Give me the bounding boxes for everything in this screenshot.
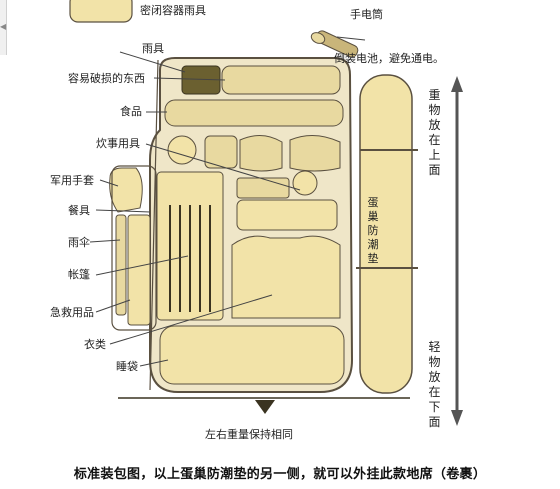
fragile-items-case bbox=[221, 65, 341, 95]
scroll-handle[interactable]: ◀ bbox=[0, 0, 7, 55]
label-light-bottom: 轻物放在下面 bbox=[428, 340, 441, 429]
stove-icon bbox=[292, 170, 318, 196]
label-sealed-container: 密闭容器雨具 bbox=[140, 4, 206, 17]
label-sleeping-bag: 睡袋 bbox=[116, 360, 138, 373]
sealed-container-icon bbox=[69, 0, 133, 23]
label-first-aid: 急救用品 bbox=[50, 306, 94, 319]
umbrella-icon bbox=[115, 214, 127, 316]
cookware-pot bbox=[167, 135, 197, 165]
label-gloves: 军用手套 bbox=[50, 174, 94, 187]
label-cookware: 炊事用具 bbox=[96, 137, 140, 150]
gloves-icon bbox=[109, 167, 143, 213]
scroll-left-arrow-icon[interactable]: ◀ bbox=[0, 22, 7, 31]
figure-caption: 标准装包图，以上蛋巢防潮垫的另一侧，就可以外挂此款地席（卷裹） bbox=[73, 467, 487, 482]
label-food: 食品 bbox=[120, 105, 142, 118]
label-umbrella: 雨伞 bbox=[68, 236, 90, 249]
label-balance: 左右重量保持相同 bbox=[205, 428, 293, 441]
label-utensils: 餐具 bbox=[68, 204, 90, 217]
label-fragile: 容易破损的东西 bbox=[68, 72, 145, 85]
label-heavy-top: 重物放在上面 bbox=[428, 88, 441, 177]
food-roll bbox=[164, 99, 344, 127]
label-tent: 帐篷 bbox=[68, 268, 90, 281]
balance-pivot-icon bbox=[255, 400, 275, 414]
weight-direction-arrow bbox=[451, 76, 463, 426]
sleeping-bag-roll bbox=[159, 325, 345, 385]
label-flashlight-note: 倒装电池，避免通电。 bbox=[334, 52, 444, 65]
sleeping-pad bbox=[359, 74, 413, 394]
first-aid-kit bbox=[127, 214, 151, 326]
clothing-pile bbox=[231, 235, 341, 319]
label-rain-gear: 雨具 bbox=[142, 42, 164, 55]
label-flashlight: 手电筒 bbox=[350, 8, 383, 21]
flashlight-icon bbox=[310, 30, 359, 58]
label-clothing: 衣类 bbox=[84, 338, 106, 351]
label-pad-name: 蛋巢防潮垫 bbox=[367, 196, 379, 265]
